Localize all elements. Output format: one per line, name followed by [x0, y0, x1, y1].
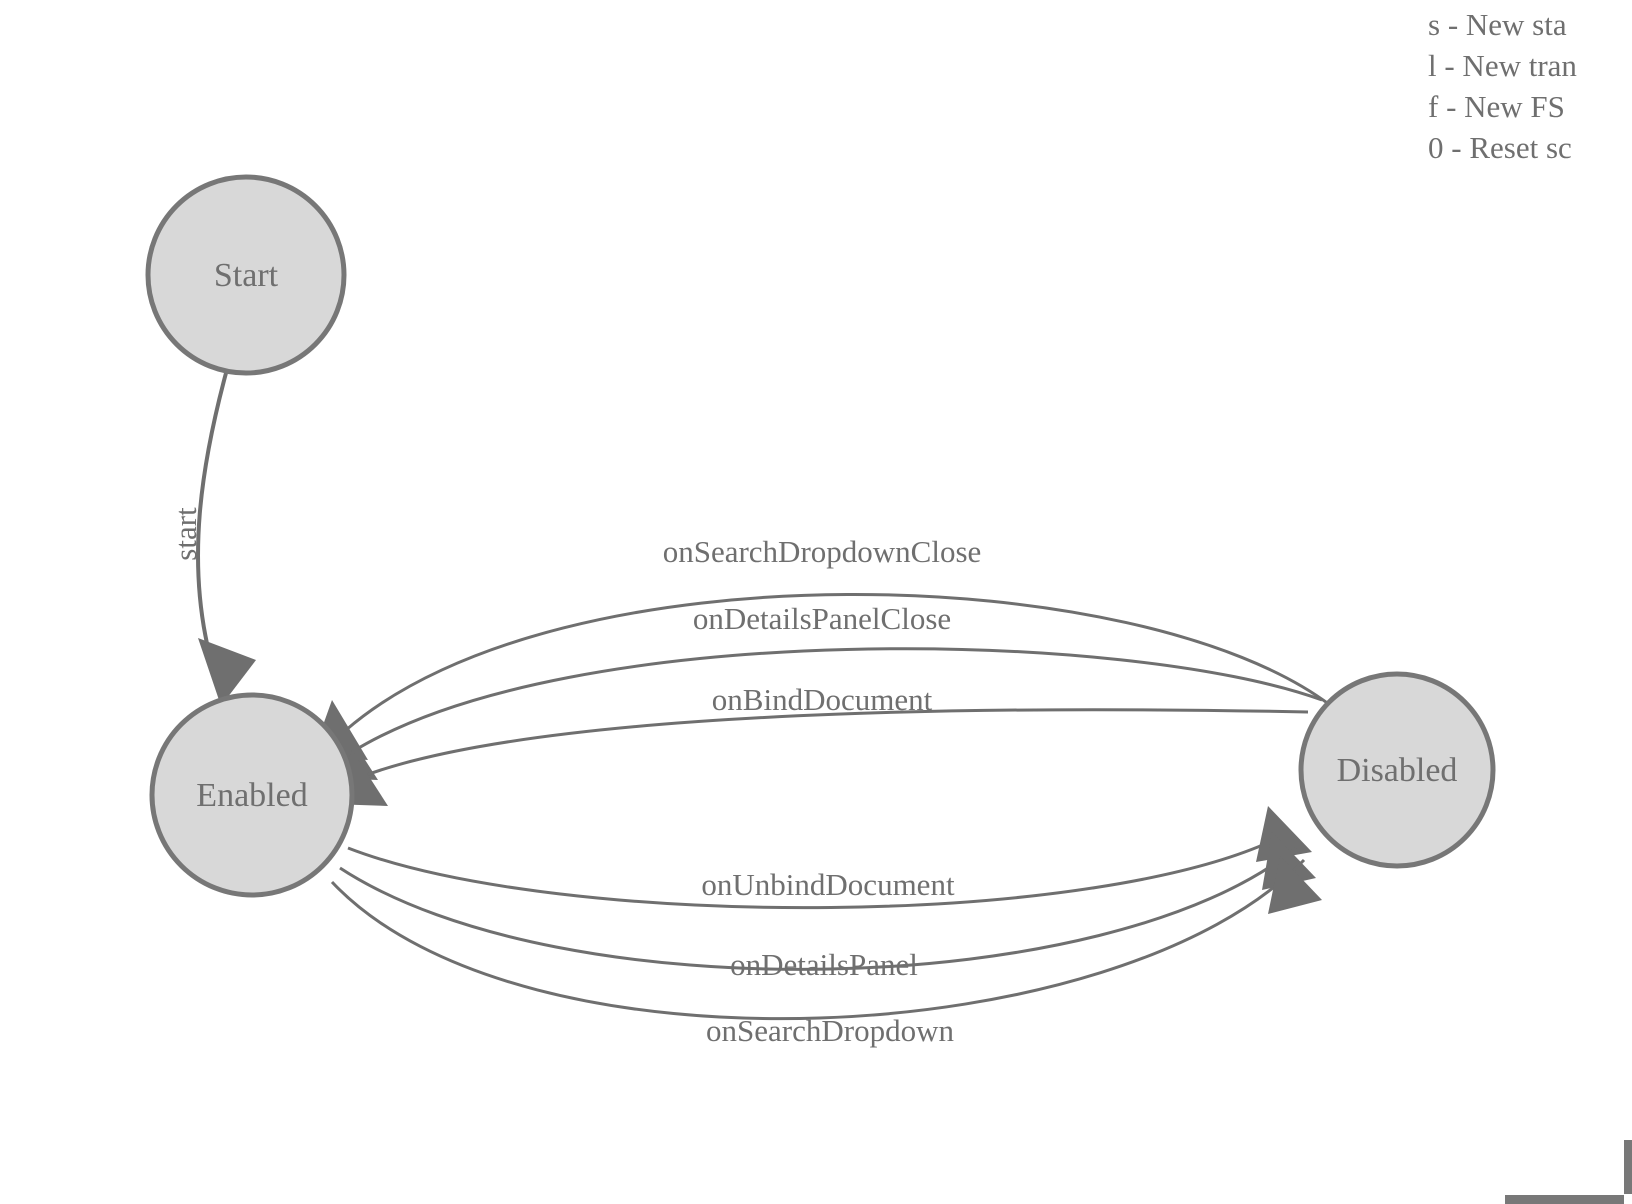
arrowhead-start — [198, 638, 256, 706]
node-start-circle[interactable] — [145, 174, 347, 376]
node-enabled-label: Enabled — [196, 777, 307, 814]
edge-path-onsearchdropdownclose — [345, 593, 1331, 732]
node-disabled-label: Disabled — [1337, 752, 1458, 789]
edge-label-onsearchdropdownclose: onSearchDropdownClose — [663, 534, 982, 569]
node-disabled[interactable]: Disabled — [1298, 671, 1496, 869]
node-enabled-circle[interactable] — [149, 692, 355, 898]
edge-label-start: start — [168, 507, 203, 561]
edge-path-onsearchdropdown — [330, 858, 1306, 1021]
edge-group-disabled-to-enabled[interactable]: onSearchDropdownClose onDetailsPanelClos… — [312, 534, 1331, 806]
edge-label-ondetailspanelclose: onDetailsPanelClose — [693, 601, 951, 636]
edge-label-onsearchdropdown: onSearchDropdown — [706, 1013, 954, 1048]
edge-label-onunbinddocument: onUnbindDocument — [701, 867, 955, 902]
edge-path-onunbinddocument — [347, 830, 1291, 910]
edge-label-ondetailspanel: onDetailsPanel — [730, 947, 918, 982]
horizontal-scrollbar-thumb[interactable] — [1505, 1195, 1624, 1204]
edge-path-ondetailspanelclose — [351, 647, 1323, 754]
node-start-label: Start — [214, 257, 279, 294]
edge-group-enabled-to-disabled[interactable]: onUnbindDocument onDetailsPanel onSearch… — [330, 806, 1322, 1048]
node-start[interactable]: Start — [145, 174, 347, 376]
edge-path-ondetailspanel — [339, 846, 1297, 971]
arrowhead-onsearchdropdown — [1268, 856, 1322, 914]
vertical-scrollbar-thumb[interactable] — [1624, 1140, 1632, 1194]
node-enabled[interactable]: Enabled — [149, 692, 355, 898]
edge-path-onbinddocument — [357, 708, 1309, 780]
arrowhead-ondetailspanel — [1262, 832, 1316, 890]
edge-label-onbinddocument: onBindDocument — [712, 682, 933, 717]
edge-start-to-enabled[interactable]: start — [168, 372, 256, 706]
edge-path-start — [195, 372, 228, 649]
node-disabled-circle[interactable] — [1298, 671, 1496, 869]
